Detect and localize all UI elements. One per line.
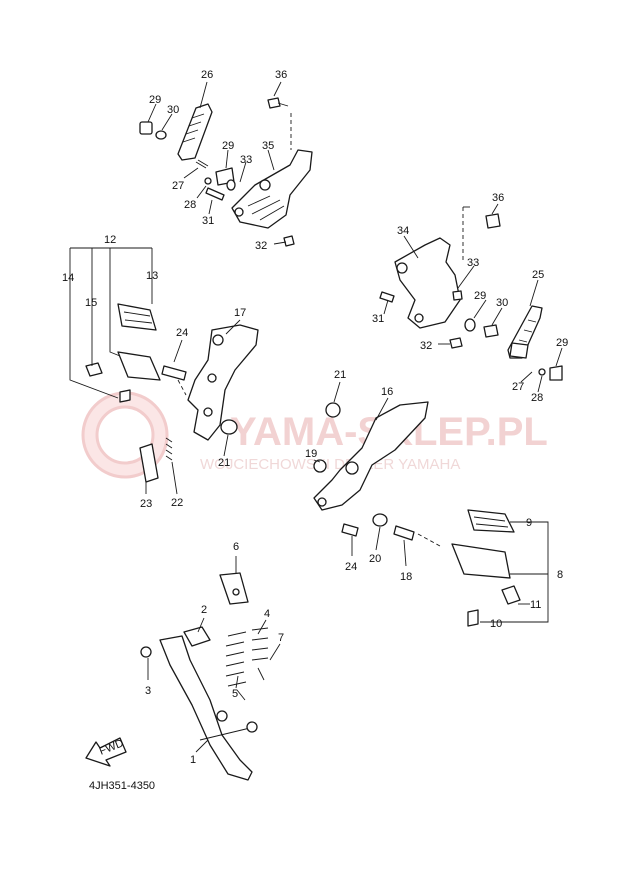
callout-11: 11 [530, 599, 541, 611]
callout-24: 24 [345, 561, 357, 573]
callout-28: 28 [531, 392, 543, 404]
callout-33: 33 [467, 257, 479, 269]
rear-footrest-left [177, 103, 213, 161]
callout-18: 18 [400, 571, 412, 583]
callout-35: 35 [262, 140, 274, 152]
callout-32: 32 [420, 340, 432, 352]
callout-29: 29 [474, 290, 486, 302]
callout-30: 30 [496, 297, 508, 309]
sidestand [159, 635, 253, 781]
sidestand-group [140, 572, 269, 781]
callout-16: 16 [381, 386, 393, 398]
callout-23: 23 [140, 498, 152, 510]
rear-right-footrest-group [379, 206, 563, 381]
footpeg-rubber-right [467, 509, 515, 533]
callout-13: 13 [146, 270, 158, 282]
callout-32: 32 [255, 240, 267, 252]
callout-2: 2 [201, 604, 207, 616]
callout-19: 19 [305, 448, 317, 460]
callout-6: 6 [233, 541, 239, 553]
callout-3: 3 [145, 685, 151, 697]
rear-bracket-left [231, 149, 313, 229]
callout-34: 34 [397, 225, 409, 237]
callout-12: 12 [104, 234, 116, 246]
callout-1: 1 [190, 754, 196, 766]
callout-10: 10 [490, 618, 502, 630]
callout-26: 26 [201, 69, 213, 81]
pin-clip [139, 121, 153, 135]
callout-22: 22 [171, 497, 183, 509]
front-left-footrest-group [85, 303, 259, 483]
front-bracket-right [313, 401, 429, 511]
callout-14: 14 [62, 272, 74, 284]
callout-24: 24 [176, 327, 188, 339]
fwd-arrow: FWD [85, 737, 127, 767]
leader-lines [69, 81, 563, 753]
watermark-tagline: WOJCIECHOWSKI DEALER YAMAHA [200, 456, 460, 473]
callout-28: 28 [184, 199, 196, 211]
callout-33: 33 [240, 154, 252, 166]
callout-17: 17 [234, 307, 246, 319]
callout-25: 25 [532, 269, 544, 281]
callout-36: 36 [275, 69, 287, 81]
callout-5: 5 [232, 688, 238, 700]
callout-27: 27 [512, 381, 524, 393]
callout-31: 31 [202, 215, 214, 227]
callout-21: 21 [218, 457, 230, 469]
callout-27: 27 [172, 180, 184, 192]
callout-4: 4 [264, 608, 270, 620]
footpeg-rubber-left [117, 303, 157, 331]
callout-29: 29 [556, 337, 568, 349]
callout-21: 21 [334, 369, 346, 381]
callout-31: 31 [372, 313, 384, 325]
callout-9: 9 [526, 517, 532, 529]
callout-29: 29 [222, 140, 234, 152]
watermark: YAMA-SKLEP.PL WOJCIECHOWSKI DEALER YAMAH… [81, 391, 548, 479]
callout-20: 20 [369, 553, 381, 565]
callout-29: 29 [149, 94, 161, 106]
callout-8: 8 [557, 569, 563, 581]
callout-36: 36 [492, 192, 504, 204]
callout-15: 15 [85, 297, 97, 309]
callout-labels: 26 36 29 30 29 35 33 27 28 31 32 36 34 3… [62, 69, 568, 792]
callout-30: 30 [167, 104, 179, 116]
rear-left-footrest-group [139, 97, 313, 247]
rear-bracket-right [394, 237, 461, 329]
front-right-footrest-group [313, 401, 521, 627]
callout-7: 7 [278, 632, 284, 644]
diagram-code: 4JH351-4350 [89, 780, 155, 792]
